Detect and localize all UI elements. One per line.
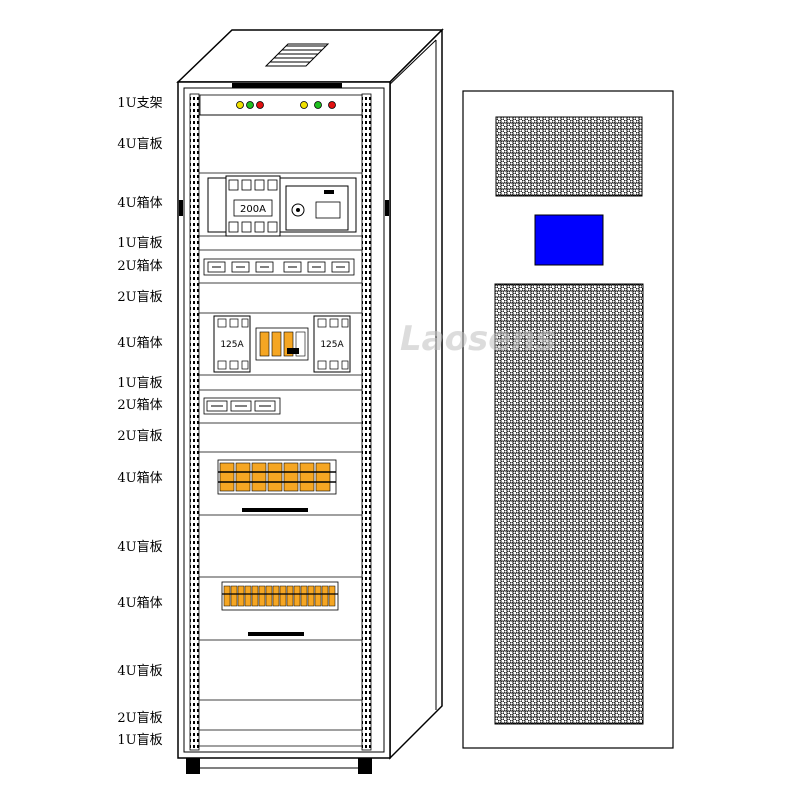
sub-breaker-rating-left: 125A [220, 340, 244, 350]
rack-unit-label: 2U箱体 [117, 259, 163, 274]
rack-unit-label: 4U箱体 [117, 471, 163, 486]
sub-breaker-box: 125A 125A [213, 315, 351, 373]
top-bracket [199, 83, 363, 116]
breaker-row-16 [221, 581, 339, 636]
side-panel-screen [534, 214, 604, 266]
indicator-light [256, 101, 264, 109]
slot-dividers [199, 114, 362, 747]
rack-unit-label: 4U箱体 [117, 196, 163, 211]
rack-unit-label: 2U箱体 [117, 398, 163, 413]
indicator-light [314, 101, 322, 109]
rack-unit-label: 4U箱体 [117, 336, 163, 351]
rack-unit-label: 4U盲板 [117, 664, 163, 679]
indicator-light [328, 101, 336, 109]
indicator-lights [236, 101, 336, 109]
rack-unit-label: 1U盲板 [117, 236, 163, 251]
main-breaker-box: 200A [207, 175, 357, 237]
rack-unit-label: 1U盲板 [117, 733, 163, 748]
rack-unit-label: 2U盲板 [117, 429, 163, 444]
switch-panel-3 [203, 397, 281, 415]
rack-unit-label: 2U盲板 [117, 290, 163, 305]
switch-panel-6 [203, 258, 355, 276]
watermark: Laosens [400, 319, 556, 359]
rack-unit-label: 4U盲板 [117, 137, 163, 152]
indicator-light [300, 101, 308, 109]
rack-unit-label: 4U盲板 [117, 540, 163, 555]
roof-vent [264, 43, 330, 67]
side-panel [462, 90, 674, 749]
rack-unit-label: 4U箱体 [117, 596, 163, 611]
sub-breaker-rating-right: 125A [320, 340, 344, 350]
breaker-row-7 [217, 459, 337, 512]
main-breaker-rating: 200A [240, 204, 266, 215]
rack-unit-label: 2U盲板 [117, 711, 163, 726]
indicator-light [236, 101, 244, 109]
indicator-light [246, 101, 254, 109]
rack-unit-label: 1U支架 [117, 96, 163, 111]
rack-unit-label: 1U盲板 [117, 376, 163, 391]
